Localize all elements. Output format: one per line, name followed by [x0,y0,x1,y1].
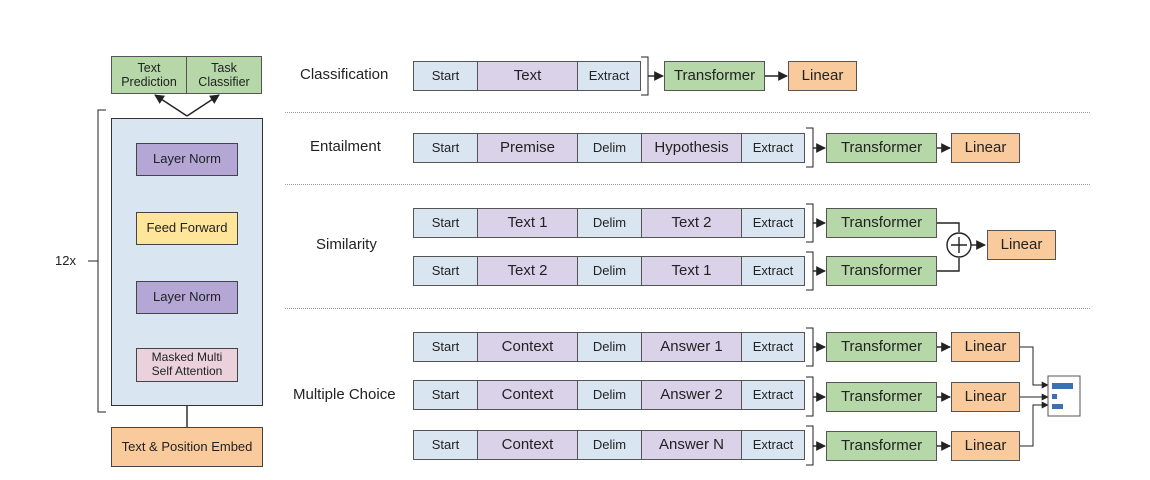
mc-linear-1: Linear [951,332,1020,362]
token-text: Text [477,61,577,91]
token-extract: Extract [577,61,641,91]
classification-linear: Linear [788,61,857,91]
token-extract: Extract [741,133,805,163]
similarity-label: Similarity [316,236,377,253]
ent-bracket [806,127,814,168]
token-text-2: Text 2 [477,256,577,286]
similarity-token-row-1: Start Text 1 Delim Text 2 Extract [413,208,805,238]
token-delim: Delim [577,256,641,286]
layer-norm-top: Layer Norm [136,143,238,176]
separator-3 [285,308,1090,309]
token-start: Start [413,256,477,286]
entailment-transformer: Transformer [826,133,937,163]
token-context: Context [477,430,577,460]
token-extract: Extract [741,208,805,238]
text-position-embed: Text & Position Embed [111,427,263,467]
mc-token-row-2: Start Context Delim Answer 2 Extract [413,380,805,410]
repeat-bracket [88,109,106,413]
layer-norm-bottom: Layer Norm [136,281,238,314]
similarity-token-row-2: Start Text 2 Delim Text 1 Extract [413,256,805,286]
token-extract: Extract [741,380,805,410]
classification-transformer: Transformer [664,61,765,91]
token-extract: Extract [741,256,805,286]
fork-left-arrow [154,94,188,117]
cls-bracket [641,56,649,96]
token-text-1: Text 1 [477,208,577,238]
token-answer: Answer 1 [641,332,741,362]
similarity-transformer-1: Transformer [826,208,937,238]
multiple-choice-label: Multiple Choice [293,386,396,403]
mc-linear-3: Linear [951,431,1020,461]
mc-token-row-1: Start Context Delim Answer 1 Extract [413,332,805,362]
classification-token-row: Start Text Extract [413,61,641,91]
mc-linear-2: Linear [951,382,1020,412]
mc-transformer-1: Transformer [826,332,937,362]
masked-self-attention: Masked Multi Self Attention [136,348,238,382]
entailment-linear: Linear [951,133,1020,163]
similarity-transformer-2: Transformer [826,256,937,286]
token-delim: Delim [577,332,641,362]
task-classifier-head: Task Classifier [186,56,262,94]
separator-2 [285,184,1090,185]
token-start: Start [413,430,477,460]
token-start: Start [413,380,477,410]
token-hypothesis: Hypothesis [641,133,741,163]
separator-1 [285,112,1090,113]
entailment-token-row: Start Premise Delim Hypothesis Extract [413,133,805,163]
token-context: Context [477,332,577,362]
token-extract: Extract [741,332,805,362]
token-text-1: Text 1 [641,256,741,286]
token-start: Start [413,133,477,163]
token-start: Start [413,61,477,91]
token-text-2: Text 2 [641,208,741,238]
mc-token-row-3: Start Context Delim Answer N Extract [413,430,805,460]
token-start: Start [413,332,477,362]
token-context: Context [477,380,577,410]
token-answer: Answer N [641,430,741,460]
mc-transformer-3: Transformer [826,431,937,461]
token-delim: Delim [577,380,641,410]
token-extract: Extract [741,430,805,460]
token-delim: Delim [577,430,641,460]
softmax-output-icon [1047,375,1081,417]
token-answer: Answer 2 [641,380,741,410]
feed-forward: Feed Forward [136,212,238,245]
entailment-label: Entailment [310,138,381,155]
fork-right-arrow [186,94,220,117]
text-prediction-head: Text Prediction [111,56,187,94]
token-premise: Premise [477,133,577,163]
similarity-linear: Linear [987,230,1056,260]
repeat-count-label: 12x [55,253,76,268]
classification-label: Classification [300,66,389,83]
token-start: Start [413,208,477,238]
token-delim: Delim [577,133,641,163]
mc-transformer-2: Transformer [826,382,937,412]
token-delim: Delim [577,208,641,238]
